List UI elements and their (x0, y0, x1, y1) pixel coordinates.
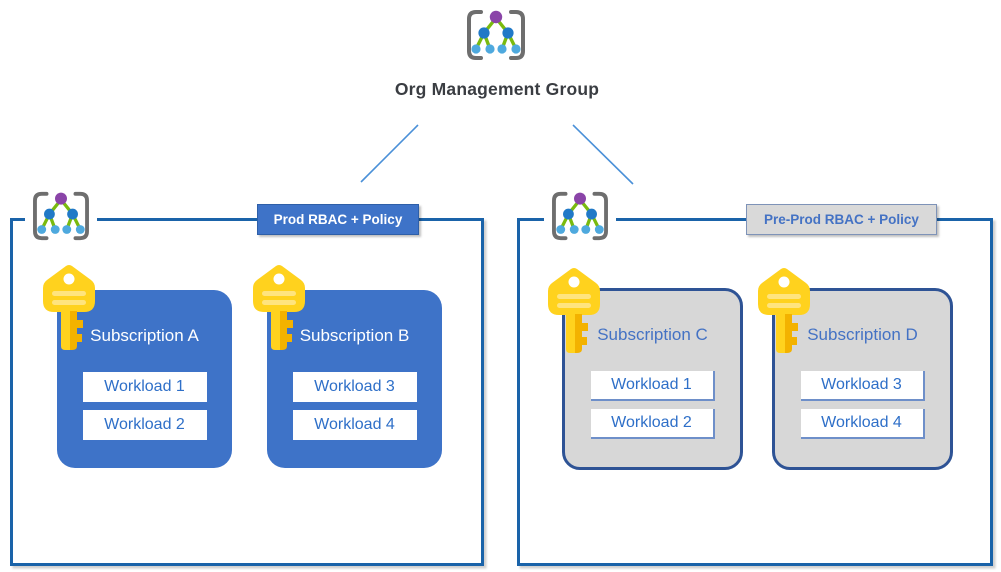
preprod-rbac-policy-badge: Pre-Prod RBAC + Policy (746, 204, 937, 235)
management-group-icon (25, 187, 97, 245)
workload-box: Workload 2 (82, 410, 207, 440)
management-group-icon (544, 187, 616, 245)
preprod-group-container: Pre-Prod RBAC + Policy Subscription C Wo… (517, 187, 993, 566)
subscription-card-b: Subscription B Workload 3 Workload 4 (253, 265, 442, 468)
subscription-title: Subscription C (597, 325, 708, 344)
workload-list: Workload 3 Workload 4 (267, 372, 442, 440)
workload-list: Workload 1 Workload 2 (565, 371, 740, 439)
workload-box: Workload 1 (82, 372, 207, 402)
management-group-icon (463, 6, 529, 64)
key-icon (248, 264, 310, 352)
subscription-card-c: Subscription C Workload 1 Workload 2 (548, 268, 743, 470)
key-icon (753, 267, 815, 355)
workload-box: Workload 3 (800, 371, 925, 401)
subscription-card-a: Subscription A Workload 1 Workload 2 (43, 265, 232, 468)
workload-box: Workload 4 (292, 410, 417, 440)
workload-list: Workload 1 Workload 2 (57, 372, 232, 440)
key-icon (38, 264, 100, 352)
workload-box: Workload 1 (590, 371, 715, 401)
subscription-title: Subscription D (807, 325, 918, 344)
workload-list: Workload 3 Workload 4 (775, 371, 950, 439)
subscription-title: Subscription A (90, 326, 199, 345)
workload-box: Workload 2 (590, 409, 715, 439)
subscription-title: Subscription B (299, 326, 410, 345)
prod-group-container: Prod RBAC + Policy Subscription A Worklo… (10, 187, 484, 566)
workload-box: Workload 3 (292, 372, 417, 402)
subscription-card-d: Subscription D Workload 3 Workload 4 (758, 268, 953, 470)
org-management-group-title: Org Management Group (394, 79, 600, 99)
prod-rbac-policy-badge: Prod RBAC + Policy (257, 204, 419, 235)
key-icon (543, 267, 605, 355)
workload-box: Workload 4 (800, 409, 925, 439)
